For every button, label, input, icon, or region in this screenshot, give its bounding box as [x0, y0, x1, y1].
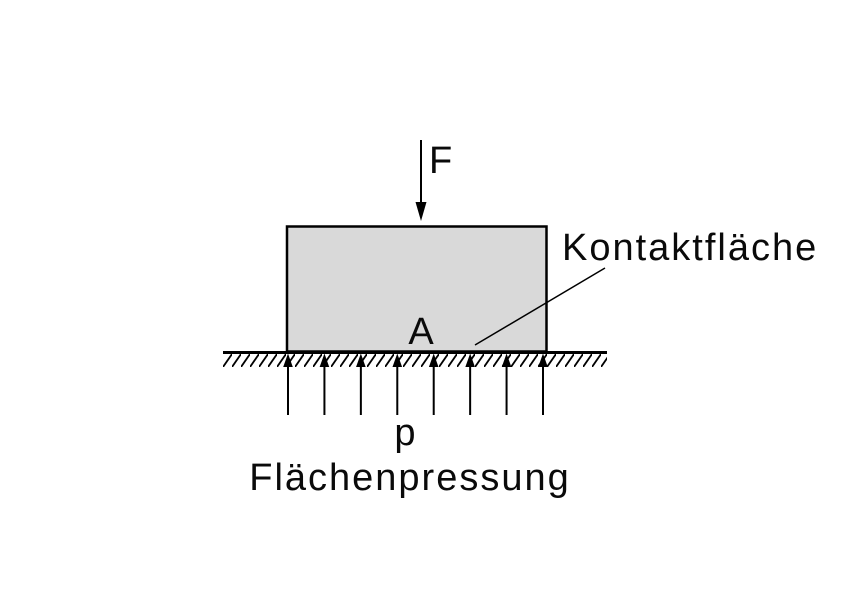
contact-surface-label: Kontaktfläche: [562, 227, 818, 269]
force-label: F: [429, 140, 454, 182]
pressure-arrow-head: [319, 353, 330, 367]
pressure-arrow-head: [538, 353, 548, 367]
pressure-label: p: [394, 412, 417, 454]
pressure-arrow-head: [501, 353, 512, 367]
pressure-arrow-head: [392, 353, 403, 367]
pressure-arrow-head: [283, 353, 293, 367]
force-arrow: [415, 140, 427, 221]
contact-area-label: A: [408, 311, 435, 353]
ground-hatching: [223, 354, 607, 367]
pressure-arrow-head: [356, 353, 366, 367]
kontaktflaeche-leader-line: [474, 267, 606, 346]
pressure-arrow-head: [428, 353, 439, 367]
pressure-arrows: [283, 353, 548, 415]
caption: Flächenpressung: [249, 457, 571, 499]
pressure-arrow-head: [465, 353, 475, 367]
force-arrow-head: [415, 202, 427, 221]
